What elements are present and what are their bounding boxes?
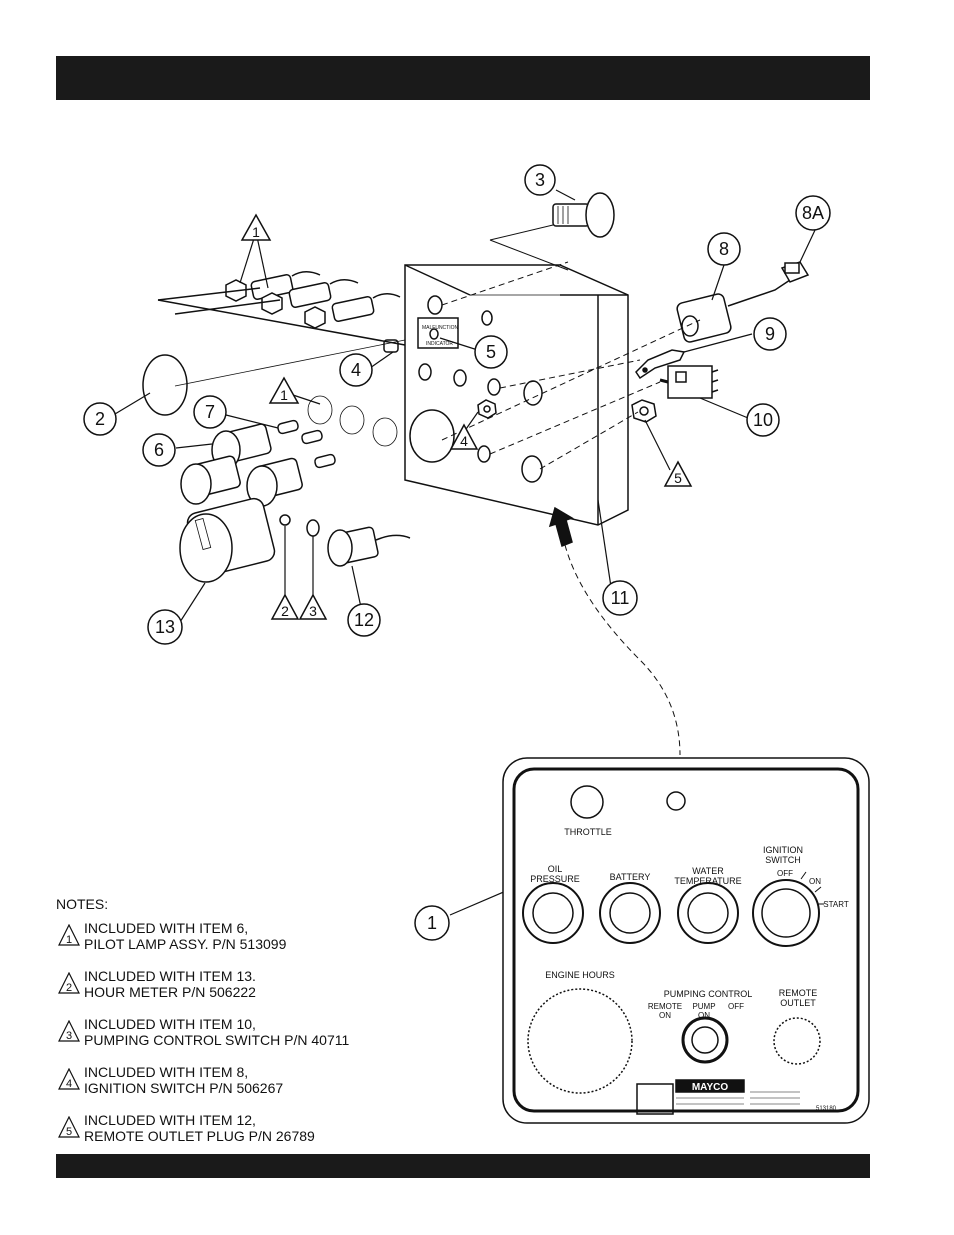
pilot-lamps bbox=[180, 423, 303, 507]
note-line-2: HOUR METER P/N 506222 bbox=[84, 984, 256, 1000]
panel-remote-outlet-2: OUTLET bbox=[780, 998, 816, 1008]
notes-block: NOTES: 1 INCLUDED WITH ITEM 6, PILOT LAM… bbox=[56, 896, 386, 1141]
note-flag-icon: 5 bbox=[58, 1115, 80, 1138]
callout-6: 6 bbox=[154, 440, 164, 460]
lamp-holders bbox=[157, 271, 406, 346]
panel-pump-on-1: PUMP bbox=[692, 1002, 715, 1011]
svg-text:MALFUNCTION: MALFUNCTION bbox=[422, 325, 459, 331]
bulbs bbox=[277, 395, 398, 469]
svg-text:1: 1 bbox=[66, 934, 72, 946]
flag-1b: 1 bbox=[280, 387, 288, 403]
callout-7: 7 bbox=[205, 402, 215, 422]
callout-1: 1 bbox=[427, 913, 437, 933]
throttle-lens bbox=[142, 354, 188, 416]
panel-water-label-2: TEMPERATURE bbox=[674, 876, 741, 886]
control-panel-face bbox=[502, 757, 870, 1124]
note-line-2: REMOTE OUTLET PLUG P/N 26789 bbox=[84, 1128, 315, 1141]
note-flag-icon: 4 bbox=[58, 1067, 80, 1090]
hour-meter bbox=[179, 497, 276, 583]
callout-9: 9 bbox=[765, 324, 775, 344]
panel-battery-label: BATTERY bbox=[610, 872, 651, 882]
svg-text:3: 3 bbox=[66, 1030, 72, 1042]
flag-2: 2 bbox=[281, 603, 289, 619]
note-line-1: INCLUDED WITH ITEM 8, bbox=[84, 1064, 249, 1080]
note-line-2: IGNITION SWITCH P/N 506267 bbox=[84, 1080, 284, 1096]
note-line-1: INCLUDED WITH ITEM 6, bbox=[84, 920, 249, 936]
panel-remote-outlet-1: REMOTE bbox=[779, 988, 818, 998]
svg-text:4: 4 bbox=[66, 1078, 72, 1090]
panel-remote-on-2: ON bbox=[659, 1011, 671, 1020]
panel-engine-hours-label: ENGINE HOURS bbox=[545, 970, 615, 980]
callout-4: 4 bbox=[351, 360, 361, 380]
note-line-1: INCLUDED WITH ITEM 10, bbox=[84, 1016, 256, 1032]
note-item: 1 INCLUDED WITH ITEM 6, PILOT LAMP ASSY.… bbox=[56, 920, 386, 952]
callout-12: 12 bbox=[354, 610, 374, 630]
header-bar bbox=[56, 56, 870, 100]
control-box: MALFUNCTION INDICATOR bbox=[404, 264, 629, 526]
note-item: 4 INCLUDED WITH ITEM 8, IGNITION SWITCH … bbox=[56, 1064, 386, 1096]
note-item: 2 INCLUDED WITH ITEM 13. HOUR METER P/N … bbox=[56, 968, 386, 1000]
callout-8a: 8A bbox=[802, 203, 824, 223]
footer-bar bbox=[56, 1154, 870, 1178]
panel-remote-on-1: REMOTE bbox=[648, 1002, 682, 1011]
panel-ign-start: START bbox=[823, 900, 849, 909]
callout-10: 10 bbox=[753, 410, 773, 430]
panel-ignition-label-2: SWITCH bbox=[765, 855, 801, 865]
svg-text:INDICATOR: INDICATOR bbox=[426, 341, 453, 347]
flag-3: 3 bbox=[309, 603, 317, 619]
callout-5: 5 bbox=[486, 342, 496, 362]
panel-logo: MAYCO bbox=[692, 1082, 729, 1093]
panel-pumping-control-label: PUMPING CONTROL bbox=[664, 989, 753, 999]
note-line-1: INCLUDED WITH ITEM 12, bbox=[84, 1112, 256, 1128]
panel-pc-off: OFF bbox=[728, 1002, 744, 1011]
panel-ign-on: ON bbox=[809, 877, 821, 886]
panel-ignition-label-1: IGNITION bbox=[763, 845, 803, 855]
callout-13: 13 bbox=[155, 617, 175, 637]
panel-throttle-label: THROTTLE bbox=[564, 827, 612, 837]
callout-3: 3 bbox=[535, 170, 545, 190]
flag-5: 5 bbox=[674, 470, 682, 486]
panel-pump-on-2: ON bbox=[698, 1011, 710, 1020]
note-line-2: PUMPING CONTROL SWITCH P/N 40711 bbox=[84, 1032, 350, 1048]
ignition-key bbox=[635, 349, 686, 380]
svg-text:5: 5 bbox=[66, 1126, 72, 1138]
ignition-switch bbox=[676, 261, 810, 343]
note-item: 5 INCLUDED WITH ITEM 12, REMOTE OUTLET P… bbox=[56, 1112, 386, 1141]
panel-part-no: 513180 bbox=[816, 1106, 837, 1112]
panel-oil-label-2: PRESSURE bbox=[530, 874, 580, 884]
flag-4: 4 bbox=[460, 433, 468, 449]
panel-water-label-1: WATER bbox=[692, 866, 724, 876]
note-flag-icon: 3 bbox=[58, 1019, 80, 1042]
flag-1a: 1 bbox=[252, 224, 260, 240]
note-item: 3 INCLUDED WITH ITEM 10, PUMPING CONTROL… bbox=[56, 1016, 386, 1048]
notes-title: NOTES: bbox=[56, 896, 109, 912]
callout-11: 11 bbox=[611, 588, 630, 608]
panel-oil-label-1: OIL bbox=[548, 864, 563, 874]
note-line-2: PILOT LAMP ASSY. P/N 513099 bbox=[84, 936, 287, 952]
callout-2: 2 bbox=[95, 409, 105, 429]
note-flag-icon: 1 bbox=[58, 923, 80, 946]
panel-ign-off: OFF bbox=[777, 869, 793, 878]
note-line-1: INCLUDED WITH ITEM 13. bbox=[84, 968, 256, 984]
throttle-knob bbox=[552, 192, 615, 238]
svg-text:2: 2 bbox=[66, 982, 72, 994]
callout-8: 8 bbox=[719, 239, 729, 259]
note-flag-icon: 2 bbox=[58, 971, 80, 994]
remote-outlet-plug bbox=[327, 526, 411, 567]
toggle-switch bbox=[659, 365, 719, 399]
